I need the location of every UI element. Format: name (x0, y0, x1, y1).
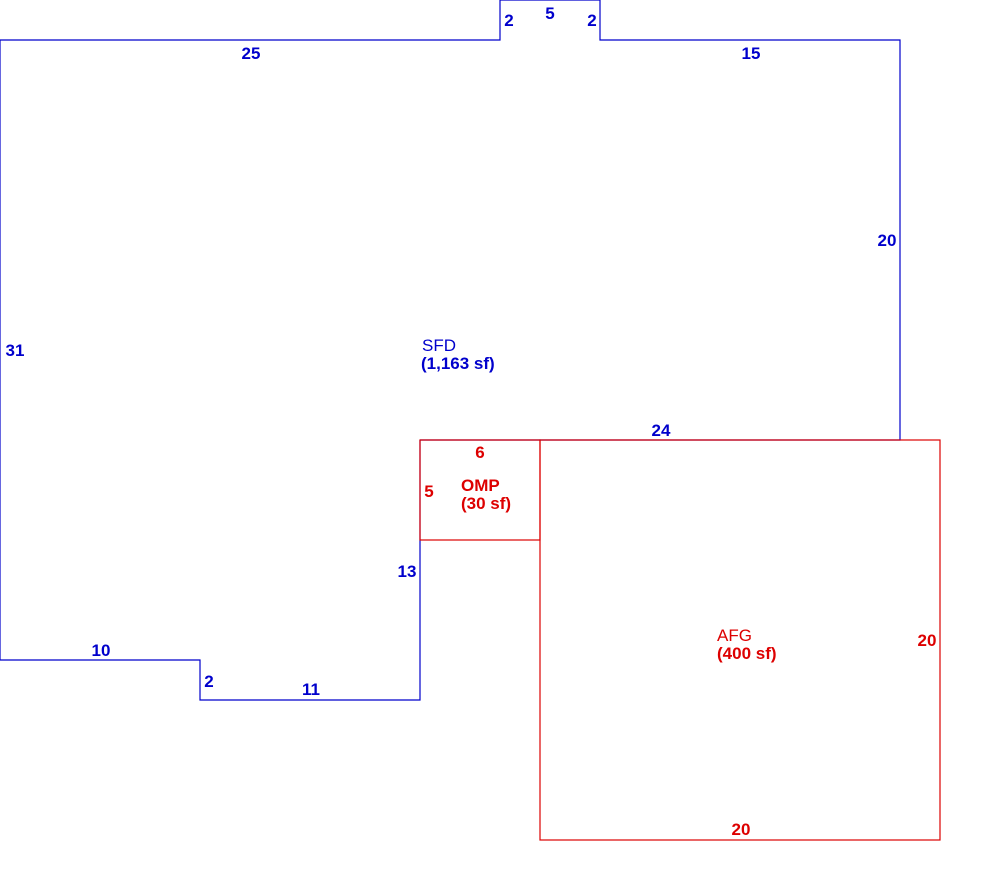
dim-sfd-inner-bottom: 24 (652, 421, 671, 440)
dim-sfd-bump-top: 5 (545, 4, 554, 23)
dim-sfd-top-left: 25 (242, 44, 261, 63)
omp-area: (30 sf) (461, 494, 511, 513)
dim-omp-top: 6 (475, 443, 484, 462)
dim-sfd-top-right: 15 (742, 44, 761, 63)
dim-afg-right: 20 (918, 631, 937, 650)
sfd-outline (0, 0, 901, 701)
afg-outline (539, 439, 941, 841)
dim-sfd-right: 20 (878, 231, 897, 250)
sfd-label: SFD (422, 336, 456, 355)
sfd-area: (1,163 sf) (421, 354, 495, 373)
dim-sfd-bump-left: 2 (504, 11, 513, 30)
dim-sfd-left: 31 (6, 341, 25, 360)
dim-sfd-bump-right: 2 (587, 11, 596, 30)
afg-label: AFG (717, 626, 752, 645)
dim-sfd-step: 2 (204, 672, 213, 691)
dim-sfd-inner-left: 13 (398, 562, 417, 581)
afg-area: (400 sf) (717, 644, 777, 663)
omp-label: OMP (461, 476, 500, 495)
dim-omp-left: 5 (424, 482, 433, 501)
dim-afg-bottom: 20 (732, 820, 751, 839)
dim-sfd-bottom-mid: 11 (302, 680, 320, 699)
dim-sfd-bottom-left: 10 (92, 641, 111, 660)
